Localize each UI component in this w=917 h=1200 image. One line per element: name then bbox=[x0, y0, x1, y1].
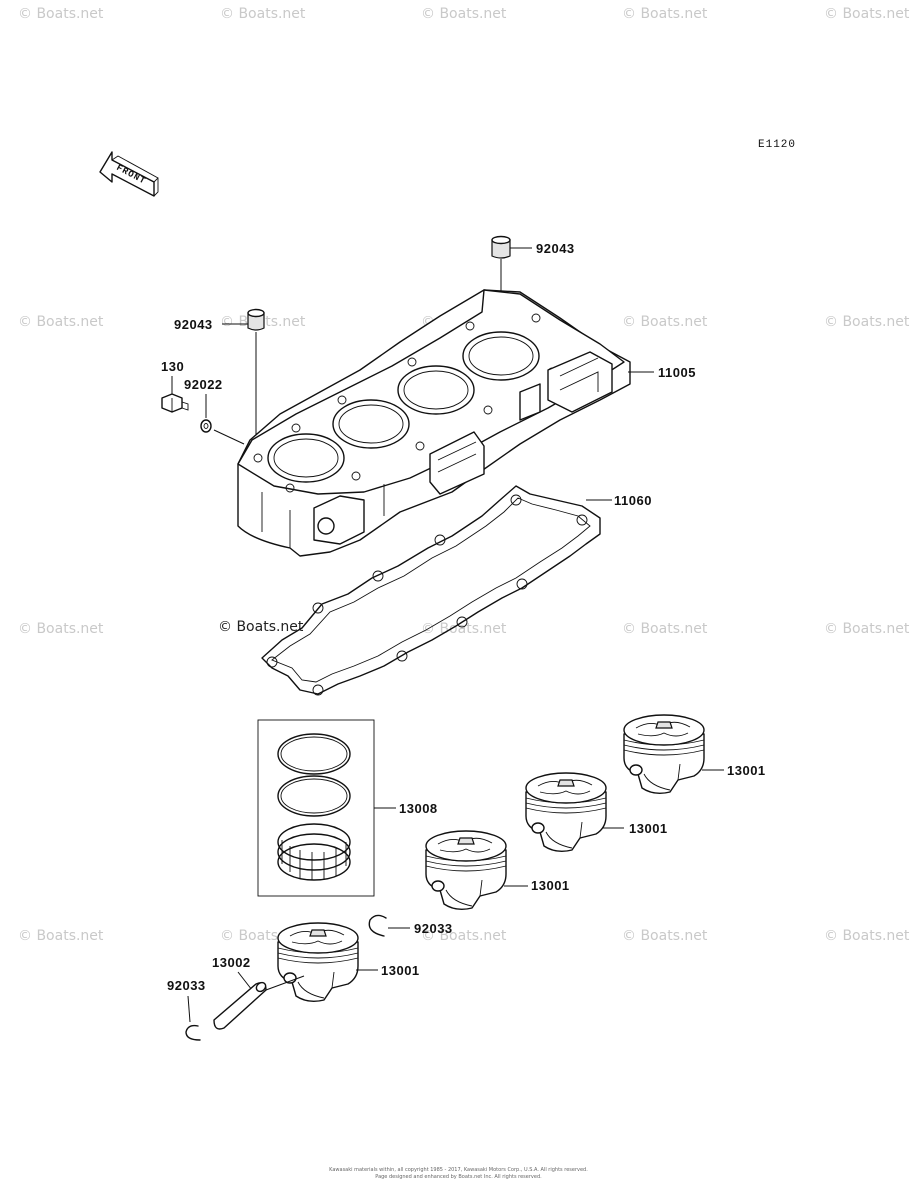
watermark-text: © Boats.net bbox=[220, 6, 306, 22]
cylinder-block[interactable]: 11005 bbox=[237, 289, 696, 557]
watermark-text: © Boats.net bbox=[218, 619, 304, 635]
cylinder-gasket[interactable]: 11060 bbox=[261, 485, 652, 696]
footer-line-1: Kawasaki materials within, all copyright… bbox=[329, 1167, 588, 1173]
snap-ring-left[interactable]: 92033 bbox=[167, 978, 206, 1041]
figure-code: E1120 bbox=[758, 139, 796, 151]
part-number-label: 13001 bbox=[381, 963, 420, 978]
part-number-label: 11005 bbox=[658, 365, 696, 380]
copyright-footer: Kawasaki materials within, all copyright… bbox=[0, 1167, 917, 1181]
watermark-text: © Boats.net bbox=[622, 621, 708, 637]
part-number-label: 130 bbox=[161, 359, 184, 374]
part-number-label: 92043 bbox=[536, 241, 575, 256]
watermark-text: © Boats.net bbox=[421, 6, 507, 22]
part-number-label: 13001 bbox=[531, 878, 570, 893]
part-number-label: 13001 bbox=[727, 763, 766, 778]
watermark-text: © Boats.net bbox=[824, 928, 910, 944]
piston-2[interactable]: 13001 bbox=[425, 830, 570, 911]
part-number-label: 13008 bbox=[399, 801, 438, 816]
watermark-text: © Boats.net bbox=[421, 621, 507, 637]
part-number-label: 92043 bbox=[174, 317, 213, 332]
piston-1[interactable]: 13001 bbox=[277, 922, 420, 1003]
washer-92022[interactable]: 92022 bbox=[184, 377, 245, 445]
dowel-pin-upper[interactable]: 92043 bbox=[491, 235, 575, 295]
watermark-text: © Boats.net bbox=[824, 621, 910, 637]
bolt-130[interactable]: 130 bbox=[161, 359, 189, 413]
watermark-text: © Boats.net bbox=[18, 621, 104, 637]
piston-pin[interactable]: 13002 bbox=[212, 955, 305, 1030]
watermark-text: © Boats.net bbox=[824, 314, 910, 330]
watermark-text: © Boats.net bbox=[622, 314, 708, 330]
piston-4[interactable]: 13001 bbox=[623, 714, 766, 795]
watermark-text: © Boats.net bbox=[18, 6, 104, 22]
footer-line-2: Page designed and enhanced by Boats.net … bbox=[375, 1174, 542, 1180]
part-number-label: 13001 bbox=[629, 821, 668, 836]
watermark-text: © Boats.net bbox=[824, 6, 910, 22]
dowel-pin-left[interactable]: 92043 bbox=[174, 308, 265, 453]
part-number-label: 11060 bbox=[614, 493, 652, 508]
part-number-label: 13002 bbox=[212, 955, 251, 970]
watermark-text: © Boats.net bbox=[18, 928, 104, 944]
watermark-text: © Boats.net bbox=[421, 928, 507, 944]
snap-ring-right[interactable]: 92033 bbox=[368, 914, 453, 937]
part-number-label: 92033 bbox=[167, 978, 206, 993]
part-number-label: 92033 bbox=[414, 921, 453, 936]
part-number-label: 92022 bbox=[184, 377, 223, 392]
watermark-text: © Boats.net bbox=[622, 928, 708, 944]
watermark-text: © Boats.net bbox=[622, 6, 708, 22]
front-arrow-icon: FRONT bbox=[99, 151, 159, 197]
watermark-text: © Boats.net bbox=[18, 314, 104, 330]
piston-3[interactable]: 13001 bbox=[525, 772, 668, 853]
piston-ring-set[interactable]: 13008 bbox=[257, 719, 438, 897]
